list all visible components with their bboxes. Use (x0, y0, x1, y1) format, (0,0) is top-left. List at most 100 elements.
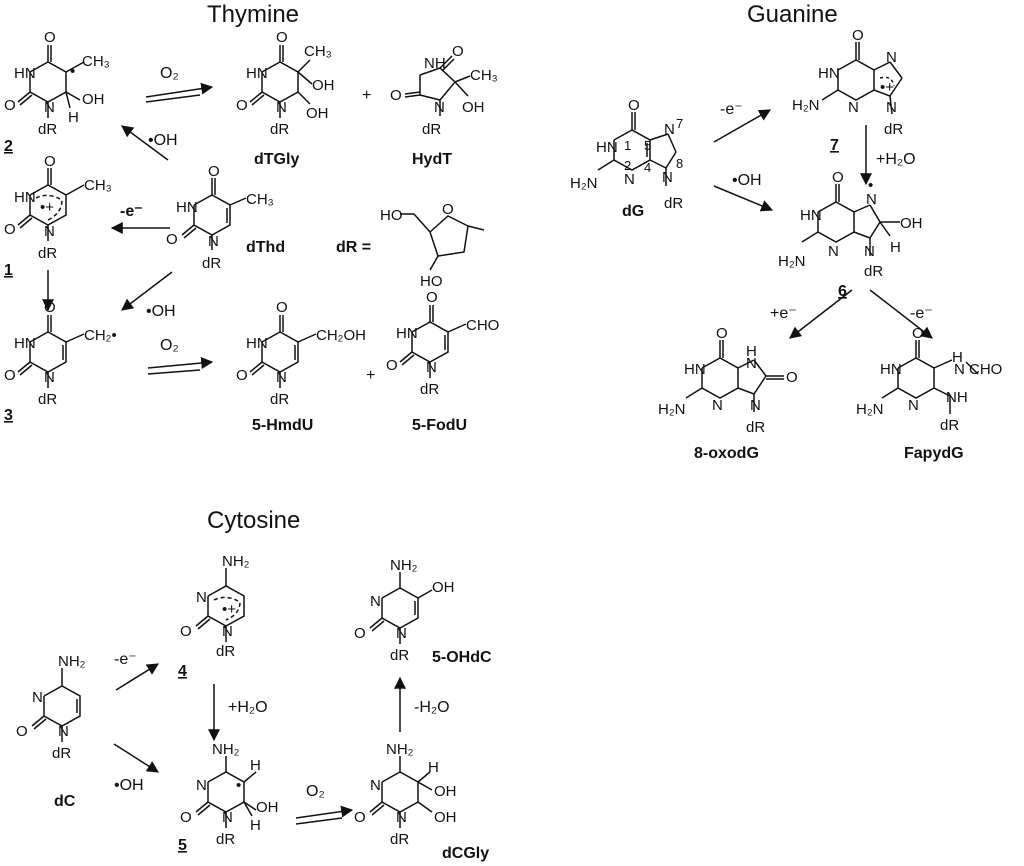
atom-label: HN (596, 139, 618, 156)
atom-label: O (912, 325, 924, 342)
atom-label: OH (462, 99, 485, 116)
atom-label: • (236, 777, 241, 794)
atom-label: N (44, 223, 55, 240)
atom-label: H (428, 759, 439, 776)
atom-label: N (426, 359, 437, 376)
atom-label: O (276, 29, 288, 46)
atom-label: HN (818, 65, 840, 82)
reagent-oh: •OH (114, 777, 144, 794)
compound-label-8-oxodG: 8-oxodG (694, 445, 759, 462)
atom-label: N (746, 355, 757, 372)
atom-label: CHO (466, 317, 499, 334)
atom-label: O (4, 367, 16, 384)
section-title-cytosine: Cytosine (207, 507, 300, 534)
arrow-5-to-dCGly (295, 805, 354, 819)
arrow-dThd-to-3 (121, 271, 173, 311)
reagent-plus-e: +e⁻ (770, 305, 797, 322)
atom-label: H₂N (570, 175, 598, 192)
atom-label: N (434, 99, 445, 116)
atom-label: O (628, 97, 640, 114)
label-dR-equals: dR = (336, 239, 371, 256)
atom-label: HN (246, 335, 268, 352)
atom-label: N (886, 49, 897, 66)
compound-label-dG: dG (622, 203, 644, 220)
arrow-6-to-oxodG (789, 289, 853, 339)
atom-label: OH (434, 809, 457, 826)
compound-label-5-FodU: 5-FodU (412, 417, 467, 434)
atom-label: N (664, 121, 675, 138)
reagent-minus-e: -e⁻ (114, 651, 137, 668)
atom-label: OH (434, 783, 457, 800)
atom-label: NH (946, 389, 968, 406)
reagent-oh: •OH (148, 132, 178, 149)
atom-label: N (828, 243, 839, 260)
atom-label: CH₃ (246, 191, 274, 208)
arrow-3-to-HmdU (147, 357, 214, 369)
atom-label: dR (390, 647, 409, 664)
atom-label: OH (312, 77, 335, 94)
atom-label: dR (270, 121, 289, 138)
ring-number: 4 (644, 160, 651, 175)
reagent-oh: •OH (146, 303, 176, 320)
atom-label: O (786, 369, 798, 386)
atom-label: dR (52, 745, 71, 762)
compound-label-dThd: dThd (246, 239, 285, 256)
atom-label: N (44, 99, 55, 116)
ring-number: 5 (644, 138, 651, 153)
compound-label-3: 3 (4, 407, 13, 424)
atom-label: O (4, 221, 16, 238)
reagent-minus-e: -e⁻ (910, 305, 933, 322)
atom-label: dR (38, 245, 57, 262)
atom-label: H₂N (856, 401, 884, 418)
atom-label: dR (422, 121, 441, 138)
atom-label: O (180, 809, 192, 826)
atom-label: O (452, 43, 464, 60)
arrow-6-to-FapydG (869, 289, 933, 339)
atom-label: N (662, 169, 673, 186)
atom-label: • (868, 177, 873, 194)
reagent-o2: O₂ (160, 65, 179, 82)
atom-label: N (222, 623, 233, 640)
atom-label: N (624, 171, 635, 188)
compound-label-1: 1 (4, 262, 13, 279)
atom-label: CH₃ (470, 67, 498, 84)
atom-label: N (276, 369, 287, 386)
ring-number: 1 (624, 138, 631, 153)
atom-label: N (396, 625, 407, 642)
compound-label-HydT: HydT (412, 151, 452, 168)
compound-label-5: 5 (178, 837, 187, 854)
compound-label-dCGly: dCGly (442, 845, 489, 862)
atom-label: H₂N (792, 97, 820, 114)
atom-label: O (166, 231, 178, 248)
atom-label: CH₃ (82, 53, 110, 70)
atom-label: O (44, 29, 56, 46)
atom-label: • (70, 63, 75, 80)
atom-label: HN (176, 199, 198, 216)
atom-label: N (750, 397, 761, 414)
atom-label: O (208, 163, 220, 180)
atom-label: OH (306, 105, 329, 122)
atom-label: O (44, 299, 56, 316)
atom-label: O (276, 299, 288, 316)
atom-label: •+ (880, 79, 894, 96)
atom-label: dR (216, 831, 235, 848)
atom-label: dR (38, 391, 57, 408)
atom-label: N (370, 777, 381, 794)
atom-label: HN (800, 207, 822, 224)
atom-label: dR (864, 263, 883, 280)
atom-labels: HN O CH₃ • OH H O N dR HN O CH₃ OH OH O … (4, 27, 1002, 848)
atom-label: HO (420, 273, 443, 290)
atom-label: OH (432, 579, 455, 596)
atom-label: O (236, 367, 248, 384)
ring-number: 7 (676, 116, 683, 131)
arrow-2-to-dTGly (145, 82, 214, 98)
atom-label: N (196, 777, 207, 794)
compound-labels: 2 dTGly HydT 1 dThd dR = 3 5-HmdU 5-FodU… (4, 137, 964, 862)
atom-label: N (866, 191, 877, 208)
reagent-minus-e: -e⁻ (120, 203, 143, 220)
atom-label: dR (216, 643, 235, 660)
section-title-thymine: Thymine (207, 1, 299, 28)
reagent-oh: •OH (732, 172, 762, 189)
atom-label: O (426, 289, 438, 306)
reagent-h2o-add: +H₂O (228, 699, 268, 716)
